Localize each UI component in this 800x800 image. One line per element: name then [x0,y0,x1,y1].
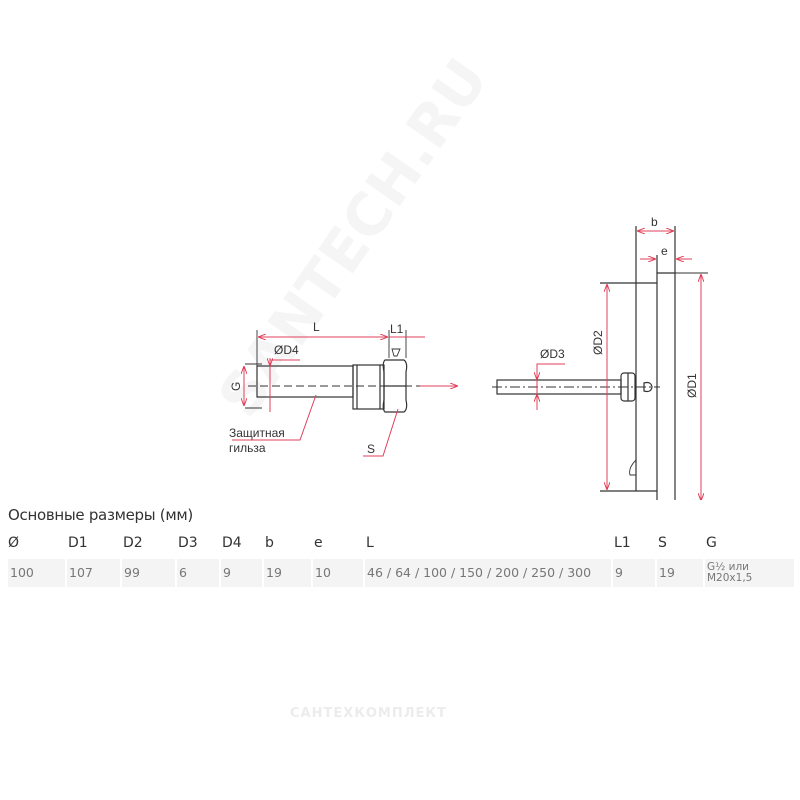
header-D4: D4 [222,535,242,551]
thermometer-view [492,226,708,500]
label-D3: ØD3 [540,347,565,361]
sleeve-view [245,330,440,413]
label-L: L [313,320,320,334]
header-diameter: Ø [8,535,20,551]
label-S: S [367,442,375,456]
cell-G: G½ или M20x1,5 [705,559,794,587]
sleeve-dimensions [232,337,458,457]
dimensions-title: Основные размеры (мм) [8,506,193,524]
header-e: e [314,535,323,551]
label-D1: ØD1 [685,373,699,398]
header-D2: D2 [123,535,143,551]
table-row: 100 107 99 6 9 19 10 46 / 64 / 100 / 150… [8,559,794,587]
adjust-knob [643,381,653,393]
cell-D3: 6 [177,559,219,587]
label-sleeve-1: Защитная [229,426,285,440]
header-D1: D1 [68,535,88,551]
label-D4: ØD4 [274,343,299,357]
thermometer-dimensions [537,231,701,500]
cell-D1: 107 [67,559,120,587]
label-D2: ØD2 [591,330,605,355]
cell-D4: 9 [221,559,262,587]
header-S: S [658,535,667,551]
cell-b: 19 [264,559,311,587]
label-e: e [661,244,668,258]
cell-diameter: 100 [8,559,65,587]
cell-L: 46 / 64 / 100 / 150 / 200 / 250 / 300 [365,559,611,587]
header-D3: D3 [178,535,198,551]
sleeve-tube [256,365,354,398]
header-L: L [366,535,374,551]
label-sleeve-2: гильза [229,441,266,455]
label-G: G [229,382,243,391]
header-L1: L1 [614,535,631,551]
label-b: b [651,215,658,229]
technical-drawing: L L1 ØD4 G Защитная гильза S b e ØD3 ØD2… [229,215,708,500]
header-b: b [265,535,274,551]
hex-nut [382,359,408,413]
table-header: Ø D1 D2 D3 D4 b e L L1 S G [8,531,794,557]
watermark-santehkomplekt: САНТЕХКОМПЛЕКТ [290,706,447,721]
sleeve-thread [352,364,385,410]
cell-L1: 9 [613,559,655,587]
header-G: G [706,535,717,551]
cell-D2: 99 [122,559,175,587]
label-L1: L1 [390,322,404,336]
cell-S: 19 [657,559,703,587]
cell-e: 10 [313,559,363,587]
